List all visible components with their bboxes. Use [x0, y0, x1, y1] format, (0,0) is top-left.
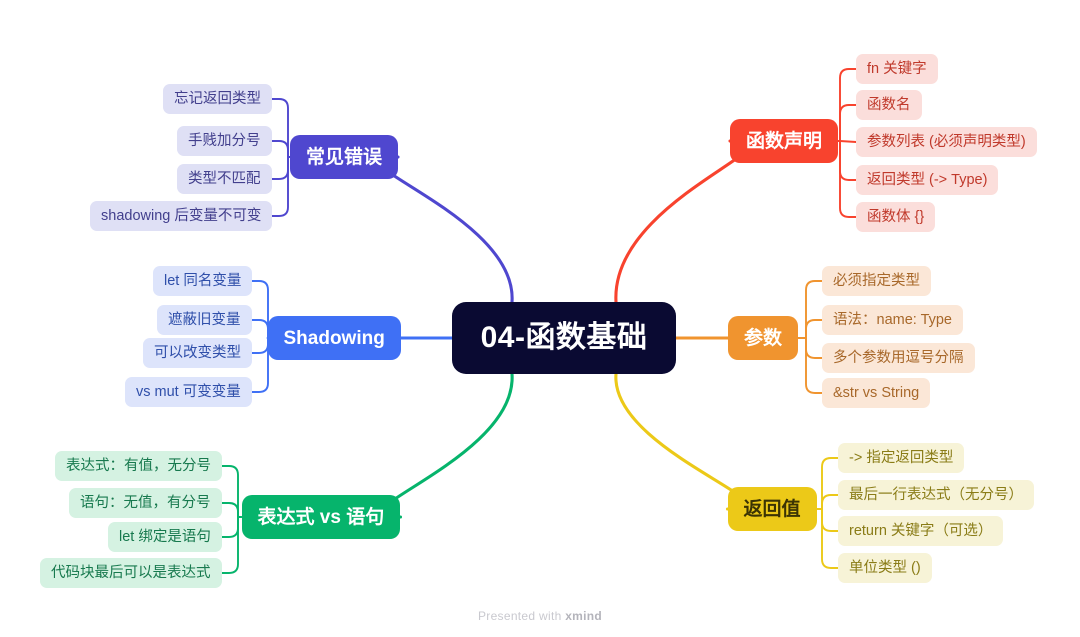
- leaf-node[interactable]: 代码块最后可以是表达式: [40, 558, 222, 588]
- leaf-label: 单位类型 (): [849, 559, 921, 576]
- leaf-label: &str vs String: [833, 384, 920, 401]
- leaf-node[interactable]: shadowing 后变量不可变: [90, 201, 273, 231]
- leaf-node[interactable]: 忘记返回类型: [163, 84, 272, 114]
- leaf-label: 函数体 {}: [867, 208, 925, 225]
- leaf-node[interactable]: 语法：name: Type: [822, 305, 964, 335]
- leaf-node[interactable]: &str vs String: [822, 378, 931, 408]
- branch-node-function-declaration[interactable]: 函数声明: [730, 119, 839, 163]
- root-node[interactable]: 04-函数基础: [452, 302, 676, 374]
- branch-node-common-mistakes[interactable]: 常见错误: [290, 135, 399, 179]
- leaf-label: 代码块最后可以是表达式: [51, 564, 211, 581]
- leaf-node[interactable]: let 绑定是语句: [108, 522, 222, 552]
- leaf-label: 忘记返回类型: [174, 90, 261, 107]
- branch-node-parameters[interactable]: 参数: [728, 316, 799, 360]
- leaf-label: let 同名变量: [164, 272, 242, 289]
- leaf-label: 语句：无值，有分号: [80, 494, 211, 511]
- leaf-node[interactable]: 多个参数用逗号分隔: [822, 343, 975, 373]
- leaf-node[interactable]: 单位类型 (): [838, 553, 932, 583]
- leaf-label: return 关键字（可选）: [849, 522, 993, 539]
- leaf-label: 必须指定类型: [833, 272, 920, 289]
- leaf-label: let 绑定是语句: [119, 528, 211, 545]
- branch-node-return-value[interactable]: 返回值: [727, 487, 817, 531]
- leaf-node[interactable]: 最后一行表达式（无分号）: [838, 480, 1034, 510]
- branch-label: 常见错误: [306, 146, 383, 168]
- leaf-label: 表达式：有值，无分号: [66, 457, 211, 474]
- leaf-node[interactable]: 语句：无值，有分号: [69, 488, 222, 518]
- footer-attribution: Presented with xmind: [0, 609, 1080, 623]
- branch-label: 参数: [744, 327, 783, 349]
- leaf-label: 可以改变类型: [154, 344, 241, 361]
- leaf-node[interactable]: fn 关键字: [856, 54, 938, 84]
- leaf-label: 手贱加分号: [188, 132, 261, 149]
- leaf-label: fn 关键字: [867, 60, 927, 77]
- leaf-label: 语法：name: Type: [833, 311, 953, 328]
- leaf-node[interactable]: 必须指定类型: [822, 266, 931, 296]
- leaf-label: 返回类型 (-> Type): [867, 171, 988, 188]
- leaf-label: 遮蔽旧变量: [168, 311, 241, 328]
- leaf-node[interactable]: let 同名变量: [153, 266, 253, 296]
- leaf-node[interactable]: 手贱加分号: [177, 126, 272, 156]
- leaf-label: 多个参数用逗号分隔: [833, 349, 964, 366]
- footer-brand: xmind: [565, 609, 603, 623]
- leaf-node[interactable]: 遮蔽旧变量: [157, 305, 252, 335]
- leaf-label: vs mut 可变变量: [136, 383, 241, 400]
- leaf-node[interactable]: 可以改变类型: [143, 338, 252, 368]
- root-label: 04-函数基础: [480, 321, 648, 354]
- leaf-label: shadowing 后变量不可变: [101, 207, 262, 224]
- leaf-label: -> 指定返回类型: [849, 449, 954, 466]
- leaf-node[interactable]: -> 指定返回类型: [838, 443, 965, 473]
- leaf-node[interactable]: 参数列表 (必须声明类型): [856, 127, 1037, 157]
- branch-label: 函数声明: [746, 130, 823, 152]
- branch-label: Shadowing: [283, 327, 385, 349]
- branch-node-shadowing[interactable]: Shadowing: [267, 316, 401, 360]
- leaf-node[interactable]: 函数名: [856, 90, 922, 120]
- leaf-node[interactable]: vs mut 可变变量: [125, 377, 252, 407]
- leaf-node[interactable]: 表达式：有值，无分号: [55, 451, 222, 481]
- branch-label: 表达式 vs 语句: [257, 506, 385, 528]
- leaf-node[interactable]: 返回类型 (-> Type): [856, 165, 999, 195]
- branch-label: 返回值: [743, 498, 801, 520]
- leaf-label: 参数列表 (必须声明类型): [867, 133, 1026, 150]
- leaf-label: 最后一行表达式（无分号）: [849, 486, 1023, 503]
- branch-node-expression-vs-statement[interactable]: 表达式 vs 语句: [241, 495, 401, 539]
- leaf-label: 函数名: [867, 96, 911, 113]
- leaf-node[interactable]: 函数体 {}: [856, 202, 936, 232]
- leaf-node[interactable]: return 关键字（可选）: [838, 516, 1004, 546]
- leaf-label: 类型不匹配: [188, 170, 261, 187]
- leaf-node[interactable]: 类型不匹配: [177, 164, 272, 194]
- footer-prefix: Presented with: [477, 609, 566, 623]
